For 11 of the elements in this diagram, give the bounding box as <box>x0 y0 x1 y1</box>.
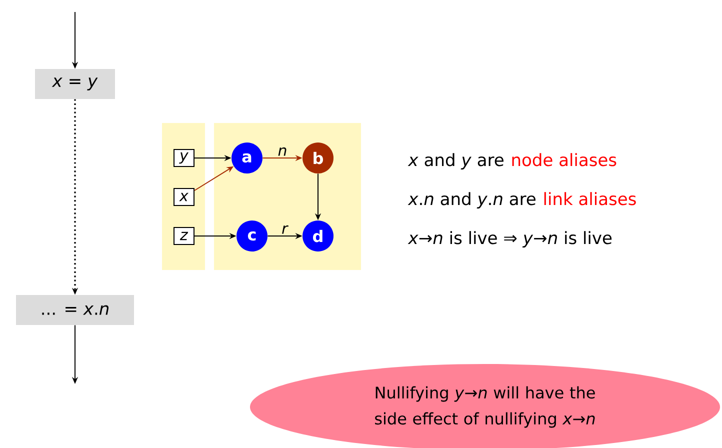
note-text: x and y are <box>408 153 504 170</box>
statement-box: x = y <box>35 69 115 99</box>
highlight-text: link aliases <box>544 192 636 206</box>
note-text: x→n is live ⇒ y→n is live <box>408 231 612 248</box>
note-text: x.n and y.n are <box>408 192 536 209</box>
variable-box: x <box>174 188 194 206</box>
variable-box: z <box>174 227 194 245</box>
statement-box: ... = x.n <box>16 295 134 325</box>
variable-box: y <box>174 149 194 167</box>
highlight-text: node aliases <box>512 153 616 166</box>
edge-label: r <box>280 224 290 235</box>
